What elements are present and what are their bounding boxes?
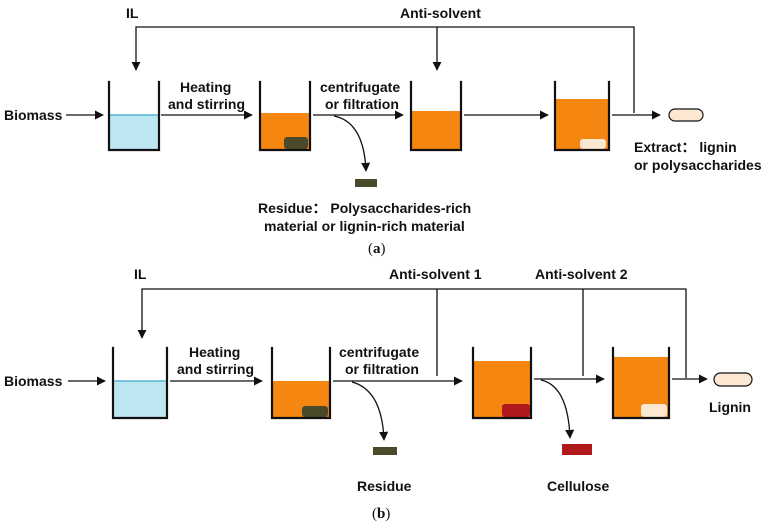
il-recycle-line [137,288,687,378]
beaker-dissolved [270,346,332,420]
panel-b: IL Anti-solvent 1 Anti-solvent 2 Biomass… [4,266,753,522]
cellulose-solid [562,444,592,455]
residue-label: Residue [357,478,412,494]
cellulose-label: Cellulose [547,478,609,494]
il-label: IL [126,5,139,21]
centrifugate-label-line1: centrifugate [339,344,419,360]
beaker-lignin-precipitation [611,346,671,420]
beaker-outline [107,80,161,152]
centrifugate-label-line2: or filtration [345,361,419,377]
residue-label-line2: material or lignin-rich material [264,218,465,234]
heating-label-line1: Heating [189,344,240,360]
residue-pellet [302,406,328,417]
caption-b: (b) [372,506,390,522]
beaker-dissolved [258,80,312,152]
lignin-label: Lignin [709,399,751,415]
orange-solution [412,111,460,149]
panel-a: IL Anti-solvent Biomass Heating and stir… [4,5,762,257]
heating-label-line2: and stirring [168,96,245,112]
il-liquid [114,381,166,417]
residue-solid [373,447,397,455]
residue-label-line1: Residue： Polysaccharides-rich [258,200,471,216]
beaker-outline [611,346,671,420]
heating-label-line1: Heating [180,79,231,95]
lignin-pellet [641,404,667,417]
beaker-outline [553,80,611,152]
extract-label-line1: Extract： lignin [634,139,737,155]
il-label: IL [134,266,147,282]
il-recycle-line [131,26,635,113]
centrifugate-label-line2: or filtration [325,96,399,112]
cellulose-pellet [502,404,530,417]
residue-pellet [284,137,308,149]
extract-label-line2: or polysaccharides [634,157,762,173]
beaker-outline [471,346,533,420]
caption-a: (a) [368,241,386,257]
extract-product [668,108,704,122]
beaker-il [111,346,169,420]
heating-label-line2: and stirring [177,361,254,377]
beaker-outline [111,346,169,420]
residue-curve-arrow [351,381,389,441]
beaker-il [107,80,161,152]
lignin-product [713,372,753,387]
anti-solvent-label: Anti-solvent [400,5,481,21]
beaker-outline [270,346,332,420]
biomass-label: Biomass [4,373,63,389]
precipitate-pellet [580,139,606,149]
residue-curve-arrow [333,115,371,172]
anti-solvent-2-label: Anti-solvent 2 [535,266,628,282]
beaker-cellulose-precipitation [471,346,533,420]
beaker-outline [409,80,463,152]
beaker-precipitation [553,80,611,152]
centrifugate-label-line1: centrifugate [320,79,400,95]
beaker-supernatant [409,80,463,152]
cellulose-curve-arrow [540,379,575,439]
il-liquid [110,115,158,149]
anti-solvent-1-label: Anti-solvent 1 [389,266,482,282]
biomass-label: Biomass [4,107,63,123]
residue-solid [355,179,377,187]
beaker-outline [258,80,312,152]
